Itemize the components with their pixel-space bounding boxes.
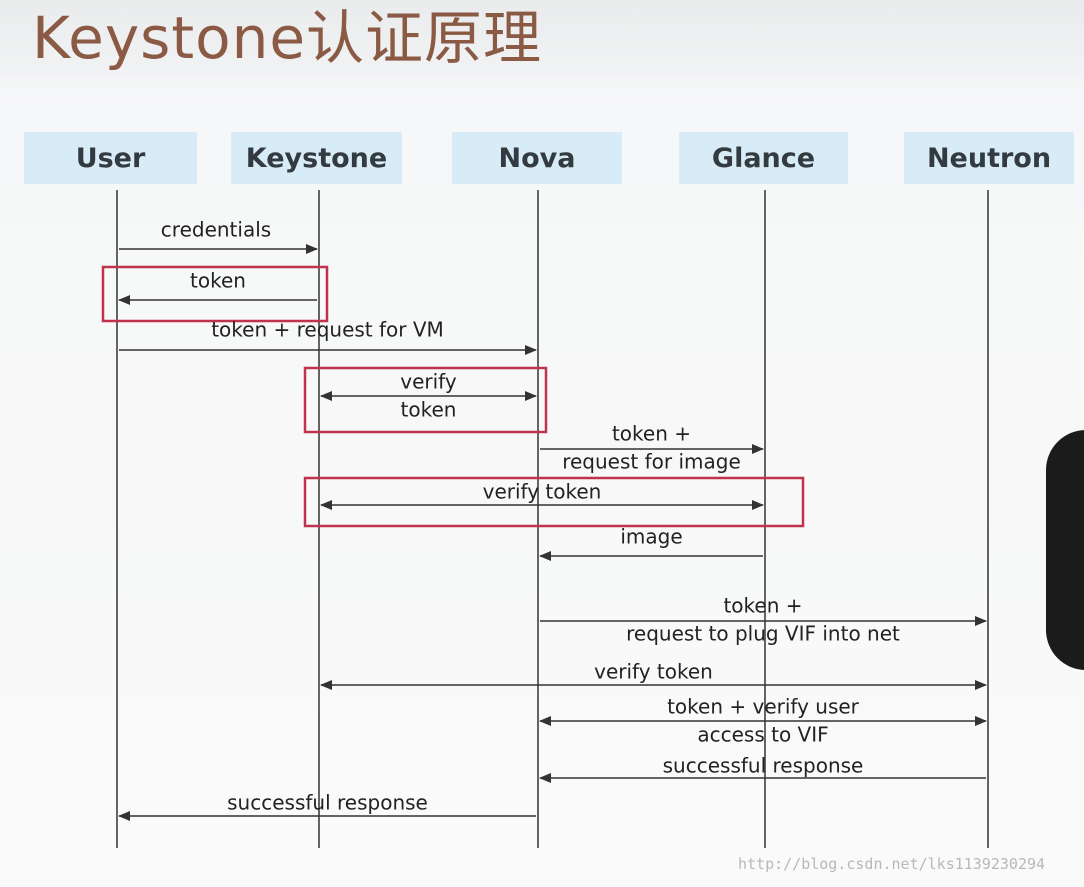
message-label: token + [723,594,802,618]
message-label: credentials [161,218,271,242]
message-label: verify token [594,660,713,684]
message-label: successful response [663,754,864,778]
actor-neutron: Neutron [904,132,1074,184]
message-label: token [401,398,457,422]
page-title: Keystone认证原理 [32,4,543,72]
watermark: http://blog.csdn.net/lks1139230294 [738,855,1046,873]
message-label: request for image [562,450,741,474]
message-label: access to VIF [697,723,828,747]
message-label: image [620,525,682,549]
message-label: token + verify user [667,695,860,719]
highlight-box [101,265,329,323]
presenter-silhouette [1046,430,1084,670]
actor-keystone: Keystone [231,132,402,184]
message-label: verify [400,370,457,394]
message-label: verify token [483,480,602,504]
message-label: token + [612,422,691,446]
message-label: successful response [227,791,428,815]
message-label: request to plug VIF into net [626,622,900,646]
title-bar: Keystone认证原理 [0,0,1084,78]
highlight-box [303,476,805,528]
highlight-box [303,366,548,434]
message-label: token + request for VM [211,318,444,342]
message-label: token [190,269,246,293]
actor-nova: Nova [452,132,622,184]
actor-glance: Glance [679,132,848,184]
actor-user: User [24,132,197,184]
